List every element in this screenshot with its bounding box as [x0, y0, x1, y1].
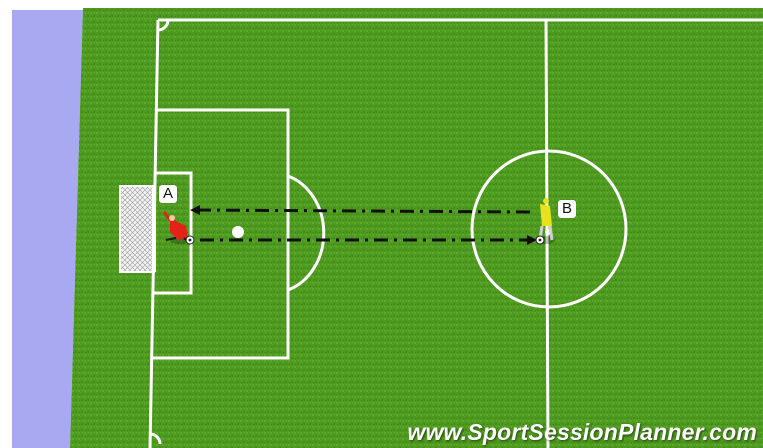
ball-icon [186, 236, 194, 244]
player-a-label: A [159, 185, 177, 203]
player-b-label: B [558, 200, 576, 218]
penalty-spot [232, 226, 244, 238]
ball-icon [536, 236, 544, 244]
goal-icon [120, 186, 154, 272]
watermark: www.SportSessionPlanner.com [407, 419, 757, 446]
